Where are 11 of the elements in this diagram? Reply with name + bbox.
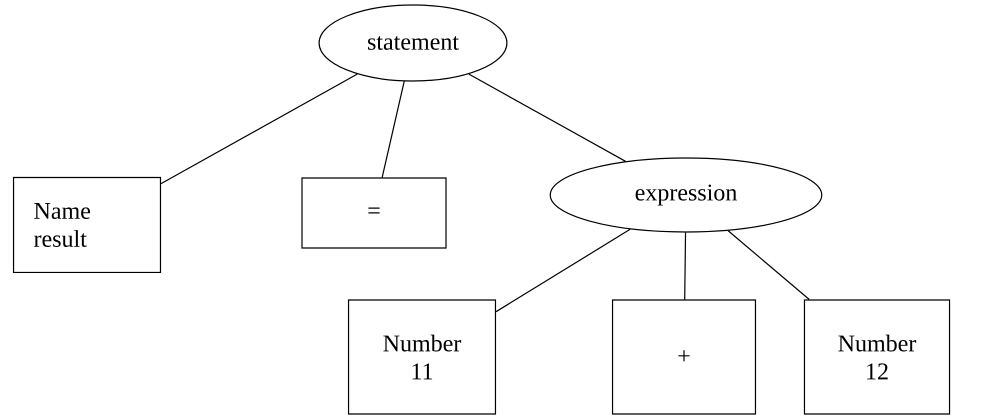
terminal-box: + bbox=[612, 299, 756, 415]
tree-edge bbox=[468, 74, 626, 162]
tree-edge bbox=[382, 81, 405, 178]
tree-edge bbox=[496, 228, 630, 312]
terminal-box: Number 12 bbox=[804, 299, 950, 415]
tree-edge bbox=[728, 230, 810, 300]
tree-edge bbox=[684, 232, 686, 300]
tree-edge bbox=[160, 74, 358, 184]
terminal-box: Name result bbox=[12, 176, 162, 274]
terminal-box: = bbox=[301, 177, 447, 249]
terminal-box: Number 11 bbox=[348, 299, 496, 415]
